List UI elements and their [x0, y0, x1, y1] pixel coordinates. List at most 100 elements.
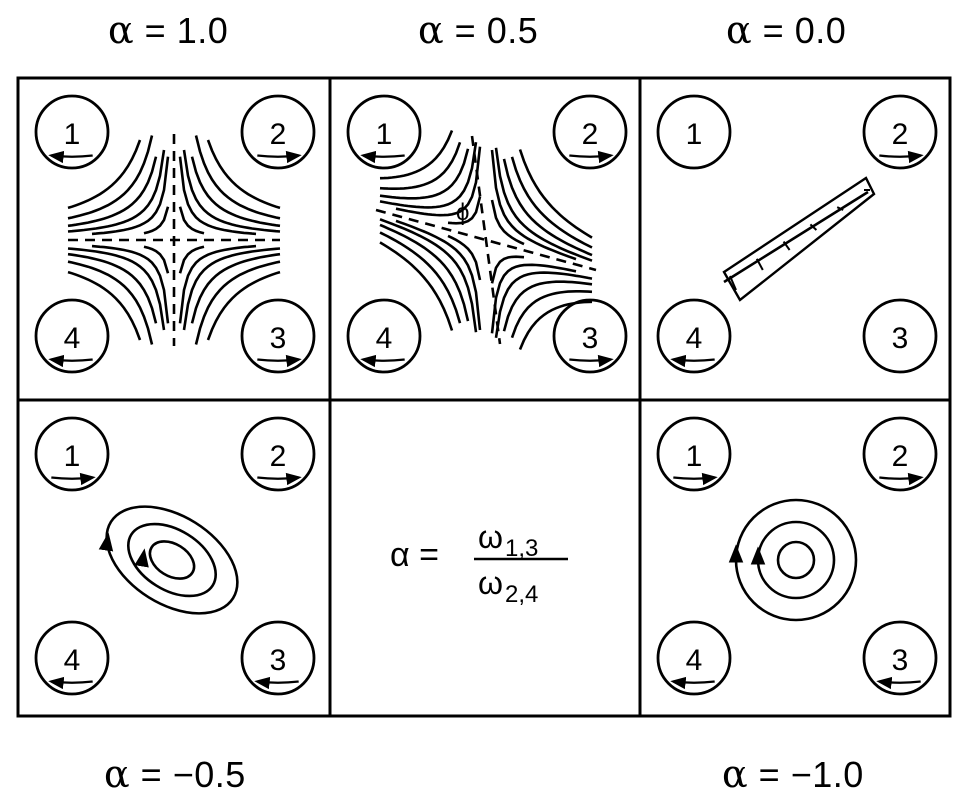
streamline [143, 206, 170, 235]
streamline [379, 231, 462, 324]
rotation-arrow-1 [360, 150, 405, 164]
roller-4 [656, 620, 732, 696]
panel-alpha-0-5 [346, 94, 628, 374]
streamline [494, 271, 593, 338]
shear-profile-alpha-0-0 [722, 176, 876, 302]
rotation-arrow-2 [257, 150, 302, 164]
streamline [447, 196, 482, 225]
roller-2 [862, 94, 938, 170]
roller-label-3: 3 [892, 644, 909, 677]
streamline [143, 245, 170, 274]
shear-hatch [836, 206, 844, 211]
streamline [379, 241, 454, 331]
roller-label-4: 4 [686, 644, 703, 677]
alpha-label-0-0: α = 0.0 [726, 8, 847, 52]
rotation-arrow-4 [360, 354, 405, 368]
alpha-label-1-0: α = 1.0 [108, 8, 229, 52]
alpha-label-neg-1-0: α = −1.0 [722, 752, 864, 796]
rotation-arrow-3 [257, 354, 302, 368]
streamline [379, 148, 470, 200]
streamlines-alpha-1-0 [67, 134, 281, 346]
formula-numerator: ω [478, 519, 503, 555]
roller-label-1: 1 [376, 118, 393, 151]
roller-label-2: 2 [582, 118, 599, 151]
roller-3 [862, 298, 938, 374]
roller-label-1: 1 [686, 440, 703, 473]
roller-label-4: 4 [64, 644, 81, 677]
roller-4 [34, 298, 110, 374]
streamline [178, 244, 257, 324]
streamline [91, 244, 170, 324]
streamline [178, 245, 205, 274]
dashed-axis-tilted [375, 208, 597, 272]
roller-2 [552, 94, 628, 170]
streamline [182, 247, 281, 331]
formula-lhs: α = [390, 536, 439, 574]
streamline [395, 219, 482, 331]
elliptical-orbit [148, 540, 196, 580]
shear-hatch [782, 241, 791, 251]
streamline [518, 149, 593, 239]
panel-alpha-1-0 [34, 94, 316, 374]
rotation-arrow-4 [48, 676, 93, 690]
roller-label-4: 4 [376, 322, 393, 355]
rotation-arrow-4 [670, 676, 715, 690]
shear-hatch [729, 275, 737, 291]
streamline [190, 156, 281, 228]
alpha-label-0-5: α = 0.5 [418, 8, 539, 52]
roller-3 [552, 298, 628, 374]
roller-2 [862, 416, 938, 492]
streamline [182, 149, 281, 233]
streamline [67, 247, 166, 331]
streamline [502, 158, 593, 257]
rotation-arrow-2 [879, 472, 924, 486]
roller-label-2: 2 [892, 118, 909, 151]
streamline [67, 135, 154, 220]
streamline [67, 252, 158, 324]
orbit-arrow [134, 548, 149, 568]
roller-label-4: 4 [686, 322, 703, 355]
streamline [518, 300, 593, 351]
roller-label-3: 3 [892, 322, 909, 355]
roller-3 [240, 620, 316, 696]
streamline [379, 218, 478, 333]
angle-phi-label: ϕ [456, 199, 469, 226]
streamline [67, 270, 142, 341]
roller-label-3: 3 [270, 322, 287, 355]
formula-numerator-sub: 1,3 [505, 535, 538, 562]
roller-label-2: 2 [892, 440, 909, 473]
circular-orbit [776, 540, 816, 580]
panel-alpha-neg-1-0 [656, 416, 938, 696]
streamline [67, 149, 166, 233]
shear-hatch [809, 223, 818, 231]
panel-alpha-0-0 [656, 94, 938, 374]
shear-wedge-outline [722, 176, 876, 302]
streamline [194, 135, 281, 220]
roller-4 [656, 298, 732, 374]
formula-denominator: ω [478, 565, 503, 601]
streamline [490, 149, 577, 261]
dashed-axis-vertical [470, 135, 502, 345]
roller-label-2: 2 [270, 118, 287, 151]
streamline [490, 255, 525, 284]
shear-line [723, 190, 869, 284]
streamline [395, 146, 482, 217]
roller-label-1: 1 [64, 440, 81, 473]
rotation-arrow-3 [876, 676, 921, 690]
streamlines-alpha-neg-0-5 [98, 505, 239, 615]
roller-3 [240, 298, 316, 374]
streamline [502, 280, 593, 332]
streamline [447, 234, 482, 281]
roller-label-3: 3 [270, 644, 287, 677]
streamline [206, 139, 281, 210]
roller-2 [240, 416, 316, 492]
roller-label-1: 1 [64, 118, 81, 151]
roller-3 [862, 620, 938, 696]
roller-1 [34, 94, 110, 170]
streamline [490, 263, 577, 334]
roller-1 [346, 94, 422, 170]
roller-2 [240, 94, 316, 170]
rotation-arrow-2 [569, 150, 614, 164]
streamline [190, 252, 281, 324]
